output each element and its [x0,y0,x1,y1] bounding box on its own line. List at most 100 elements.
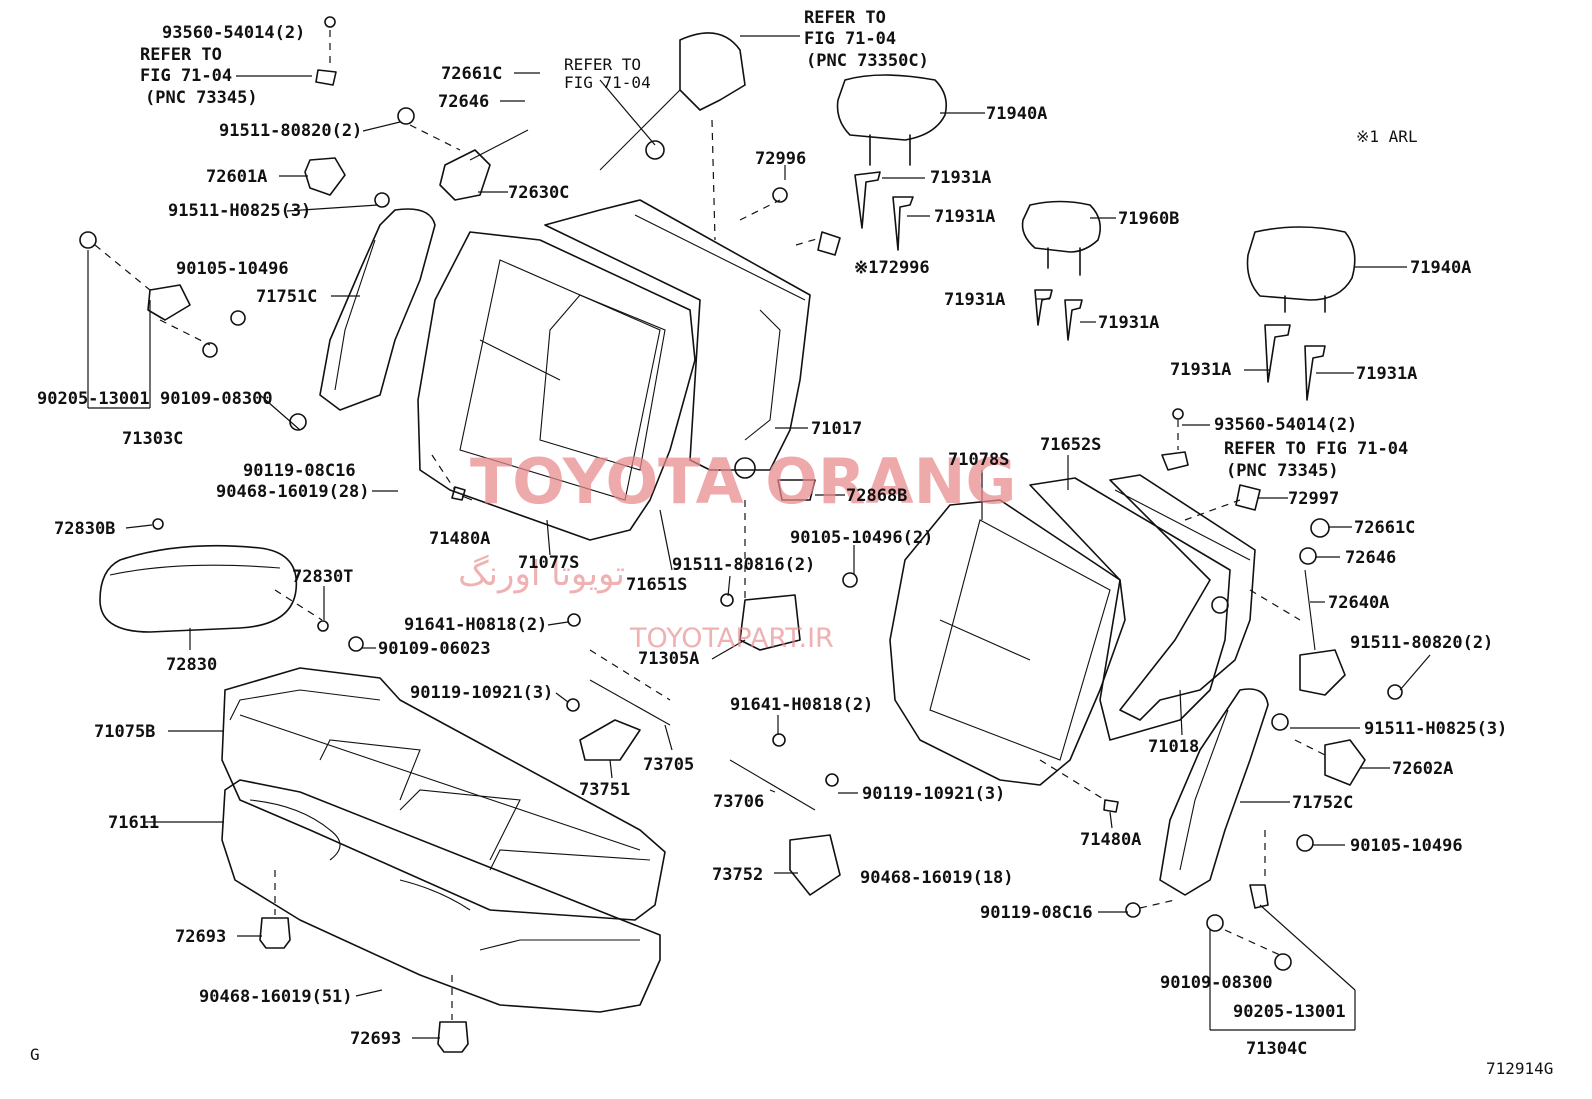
part-label: 71480A [429,529,490,549]
part-label: 71652S [1040,435,1101,455]
part-label: 90205-13001 [1233,1002,1346,1022]
latch-72996 [772,187,788,203]
part-label: 72640A [1328,593,1389,613]
part-label: ※172996 [854,258,930,278]
part-label: 73706 [713,792,764,812]
part-label: FIG 71-04 [804,29,896,49]
hinge-72601A [304,157,346,196]
part-label: 71752C [1292,793,1353,813]
part-label: 71931A [930,168,991,188]
part-label: 72601A [206,167,267,187]
part-label: REFER TO [140,45,222,65]
part-label: 90109-08300 [160,389,273,409]
part-label: 72646 [438,92,489,112]
part-label: 71651S [626,575,687,595]
headrest-71960B [1021,200,1101,253]
bolt-91511-80820 [397,107,415,125]
part-label: 91511-80816(2) [672,555,815,575]
part-label: 71940A [986,104,1047,124]
armrest-cushion [99,544,298,633]
latch-72997 [1235,484,1261,511]
bracket-71303C [147,284,191,321]
part-label: 71940A [1410,258,1471,278]
part-label: 71960B [1118,209,1179,229]
part-label: 90119-10921(3) [862,784,1005,804]
part-labels: 93560-54014(2) REFER TO FIG 71-04 (PNC 7… [30,8,1553,1078]
seatback-71652S [1029,477,1231,741]
part-label: 72997 [1288,489,1339,509]
part-label: 90468-16019(18) [860,868,1014,888]
watermark-site: TOYOTAPART.IR [629,623,834,654]
figure-code: 712914G [1486,1059,1553,1078]
part-label: 90205-13001 [37,389,150,409]
part-label: 93560-54014(2) [162,23,305,43]
part-label: 73705 [643,755,694,775]
bracket-73752 [789,834,841,896]
part-label: 90119-08C16 [980,903,1093,923]
part-label: 72693 [350,1029,401,1049]
part-label: REFER TO [804,8,886,28]
bar-73705 [589,679,671,726]
part-label: 72830 [166,655,217,675]
seatback-frame-71017 [544,199,811,471]
side-bolster-71752C [1159,688,1269,896]
part-label: 90468-16019(28) [216,482,370,502]
part-label: 72661C [441,64,502,84]
part-label: 73751 [579,780,630,800]
part-label: ※1 ARL [1356,127,1418,146]
part-label: 72646 [1345,548,1396,568]
part-label: (PNC 73350C) [806,51,929,71]
part-label: 71305A [638,649,699,669]
watermark: TOYOTA ORANG تویوتا اورنگ TOYOTAPART.IR [458,445,1016,654]
part-label: 93560-54014(2) [1214,415,1357,435]
part-label: 90109-06023 [378,639,491,659]
part-label: 71017 [811,419,862,439]
part-label: 71078S [948,450,1009,470]
headrest-71940A-upper [836,74,948,141]
part-label: 90109-08300 [1160,973,1273,993]
part-label: 71077S [518,553,579,573]
watermark-persian: تویوتا اورنگ [458,554,625,594]
part-label: 91641-H0818(2) [404,615,547,635]
part-label: 91511-80820(2) [219,121,362,141]
part-label: 71480A [1080,830,1141,850]
part-label: 90119-10921(3) [410,683,553,703]
bar-73706 [729,759,816,811]
part-label: FIG 71-04 [140,66,232,86]
bracket-73751 [579,719,641,761]
part-label: 91511-H0825(3) [1364,719,1507,739]
part-label: 71611 [108,813,159,833]
part-label: 72830B [54,519,115,539]
bracket-72640A [1299,649,1346,696]
part-label: (PNC 73345) [1226,461,1339,481]
clip-72693-upper [259,917,291,949]
part-label: 72996 [755,149,806,169]
part-label: 71304C [1246,1039,1307,1059]
corner-mark: G [30,1045,40,1064]
part-label: 91641-H0818(2) [730,695,873,715]
part-label: 72830T [292,567,353,587]
part-label: 72868B [846,486,907,506]
part-drawings [79,16,1403,1053]
part-label: 73752 [712,865,763,885]
part-label: 72693 [175,927,226,947]
part-label: 90105-10496(2) [790,528,933,548]
part-label: 71931A [1098,313,1159,333]
seat-cushion-71075B [221,667,666,921]
side-bolster-71751C [319,208,436,411]
part-label: 71931A [934,207,995,227]
part-label: (PNC 73345) [145,88,258,108]
part-label: 71931A [1170,360,1231,380]
part-label: 71075B [94,722,155,742]
part-label: 72630C [508,183,569,203]
part-label: 72602A [1392,759,1453,779]
part-label: 90119-08C16 [243,461,356,481]
part-label: REFER TO FIG 71-04 [1224,439,1408,459]
part-label: 91511-80820(2) [1350,633,1493,653]
part-label: REFER TO [564,55,641,74]
part-label: 90105-10496 [176,259,289,279]
part-label: 90468-16019(51) [199,987,353,1007]
leader-lines [87,35,1431,1039]
bolt-91511-H0825 [374,192,390,208]
